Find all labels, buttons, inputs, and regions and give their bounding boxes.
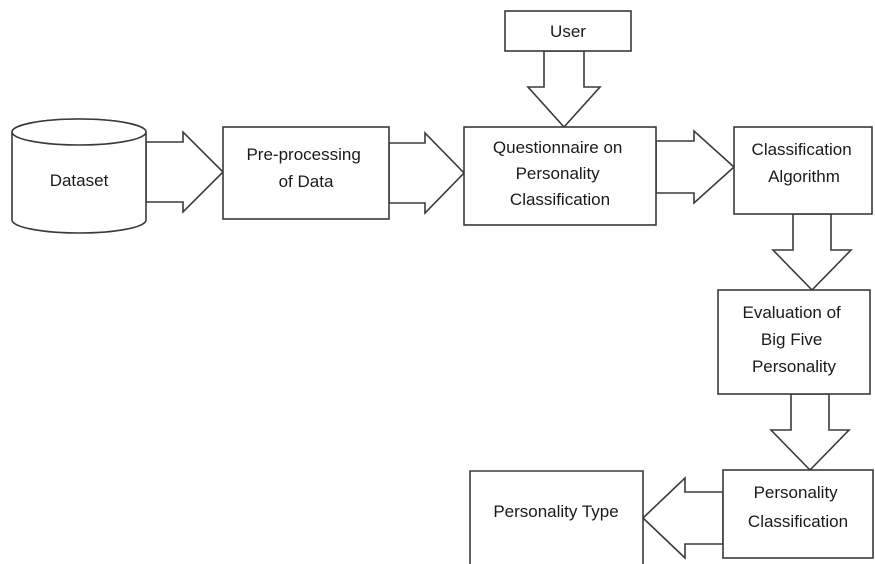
node-dataset-label: Dataset — [50, 171, 109, 190]
node-personality-classification: Personality Classification — [722, 469, 874, 559]
node-personality-classification-label: Personality Classification — [748, 483, 848, 531]
node-dataset: Dataset — [11, 118, 147, 234]
arrow-questionnaire-to-algorithm — [655, 129, 736, 205]
node-questionnaire: Questionnaire on Personality Classificat… — [463, 126, 657, 226]
node-evaluation-label: Evaluation of Big Five Personality — [742, 303, 845, 376]
arrow-user-to-questionnaire — [526, 50, 602, 129]
arrow-preprocessing-to-questionnaire — [388, 131, 466, 215]
arrow-dataset-to-preprocessing — [145, 130, 225, 214]
node-questionnaire-label: Questionnaire on Personality Classificat… — [493, 138, 627, 209]
node-user-label: User — [550, 22, 586, 41]
node-personality-type: Personality Type — [469, 470, 644, 564]
node-personality-type-label: Personality Type — [493, 502, 618, 521]
node-preprocessing: Pre-processing of Data — [222, 126, 390, 220]
node-algorithm: Classification Algorithm — [733, 126, 873, 215]
node-preprocessing-label: Pre-processing of Data — [246, 145, 365, 191]
arrow-evaluation-to-classification — [769, 393, 851, 472]
arrow-algorithm-to-evaluation — [771, 213, 853, 292]
node-algorithm-label: Classification Algorithm — [752, 140, 857, 186]
node-evaluation: Evaluation of Big Five Personality — [717, 289, 871, 395]
arrow-classification-to-type — [641, 476, 724, 560]
node-user: User — [504, 10, 632, 52]
